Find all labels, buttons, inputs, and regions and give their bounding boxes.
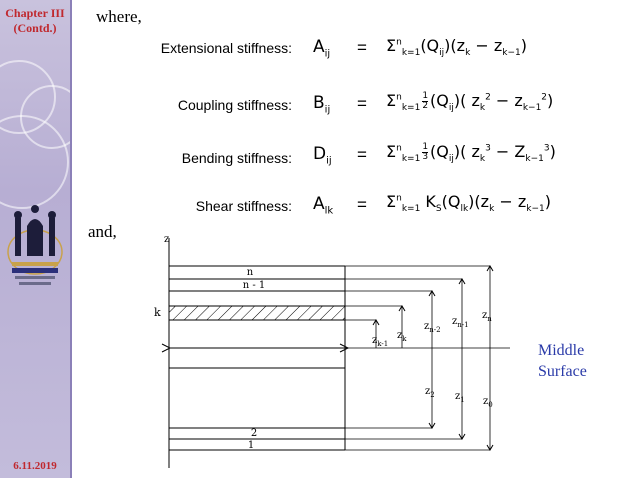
- chapter-subtitle: (Contd.): [13, 21, 57, 35]
- layer-n1-label: n - 1: [243, 280, 266, 291]
- sidebar: Chapter III (Contd.) 6.11.2019: [0, 0, 72, 478]
- layer-k-label: k: [154, 306, 161, 319]
- university-logo: [7, 205, 63, 285]
- z-k1-label: zk-1: [372, 335, 388, 348]
- equals-sign: =: [357, 94, 367, 113]
- z-1-label: z1: [455, 391, 465, 404]
- z-k-label: zk: [397, 330, 407, 343]
- extensional-formula: Σnk=1(Qij)(zk − zk−1): [386, 36, 527, 59]
- shear-formula: Σnk=1 KS(Qlk)(zk − zk−1): [386, 192, 551, 215]
- extensional-symbol: Aij: [313, 37, 331, 60]
- layer-n-label: n: [247, 267, 254, 278]
- shear-label: Shear stiffness:: [195, 198, 292, 214]
- z-axis-label: z: [164, 234, 169, 245]
- equals-sign: =: [357, 195, 367, 214]
- laminate-diagram: z n n - 1 k 2 1 zn zn-1 zn-2 zk zk-1: [154, 234, 510, 468]
- and-text: and,: [88, 222, 117, 241]
- layer-k-hatch: [168, 305, 346, 321]
- bending-symbol: Dij: [313, 144, 332, 167]
- z-n1-label: zn-1: [452, 316, 469, 329]
- z-n2-label: zn-2: [424, 321, 441, 334]
- coupling-symbol: Bij: [313, 93, 331, 116]
- middle-surface-line1: Middle: [538, 342, 585, 359]
- z-n-label: zn: [482, 310, 492, 323]
- slide-date: 6.11.2019: [13, 460, 57, 472]
- equals-sign: =: [357, 145, 367, 164]
- z-2-label: z2: [425, 386, 435, 399]
- bending-label: Bending stiffness:: [181, 150, 292, 166]
- chapter-label: Chapter III (Contd.): [0, 6, 70, 36]
- extensional-label: Extensional stiffness:: [160, 40, 292, 56]
- middle-surface-line2: Surface: [538, 363, 587, 380]
- layer-1-label: 1: [248, 440, 254, 451]
- middle-surface-label: Middle Surface: [538, 340, 587, 382]
- chapter-title: Chapter III: [5, 6, 65, 20]
- shear-symbol: Alk: [313, 194, 334, 217]
- z-0-label: z0: [483, 396, 493, 409]
- layer-2-label: 2: [251, 428, 257, 439]
- equals-sign: =: [357, 38, 367, 57]
- coupling-label: Coupling stiffness:: [177, 97, 292, 113]
- where-text: where,: [96, 7, 142, 26]
